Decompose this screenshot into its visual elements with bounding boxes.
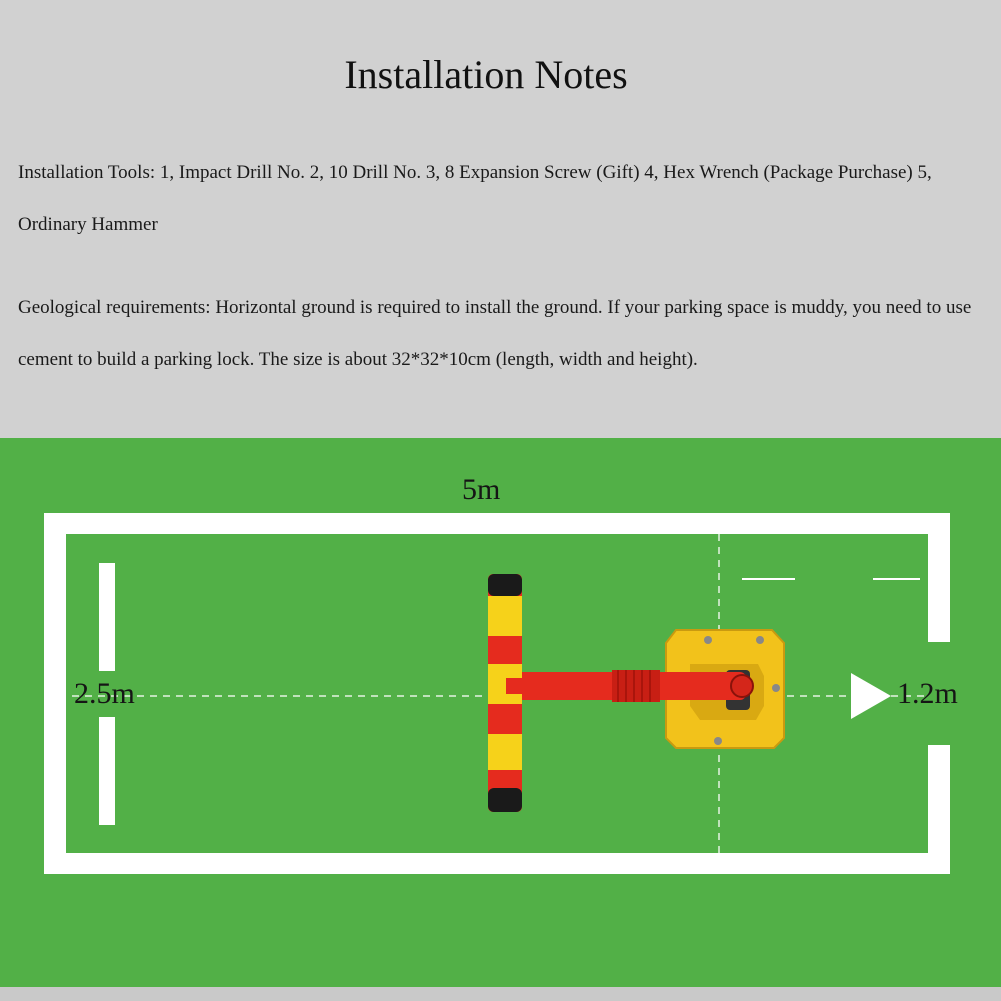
distance-label: 1.2m: [897, 677, 958, 710]
tools-paragraph: Installation Tools: 1, Impact Drill No. …: [18, 162, 932, 235]
width-label: 2.5m: [74, 677, 135, 710]
parking-diagram-svg: [44, 513, 950, 874]
length-label: 5m: [462, 473, 501, 506]
geology-paragraph: Geological requirements: Horizontal grou…: [18, 297, 972, 370]
notes-panel: Installation Notes Installation Tools: 1…: [0, 0, 1001, 438]
parking-lock-icon: [488, 574, 785, 812]
entry-marks: [99, 563, 115, 825]
arrow-right-icon: [851, 673, 891, 719]
bottom-strip: [0, 987, 1001, 1001]
parking-outline: [44, 513, 950, 874]
page-title: Installation Notes: [344, 52, 628, 97]
parking-space-diagram: 5m 2.5m 1.2m: [0, 438, 1001, 987]
